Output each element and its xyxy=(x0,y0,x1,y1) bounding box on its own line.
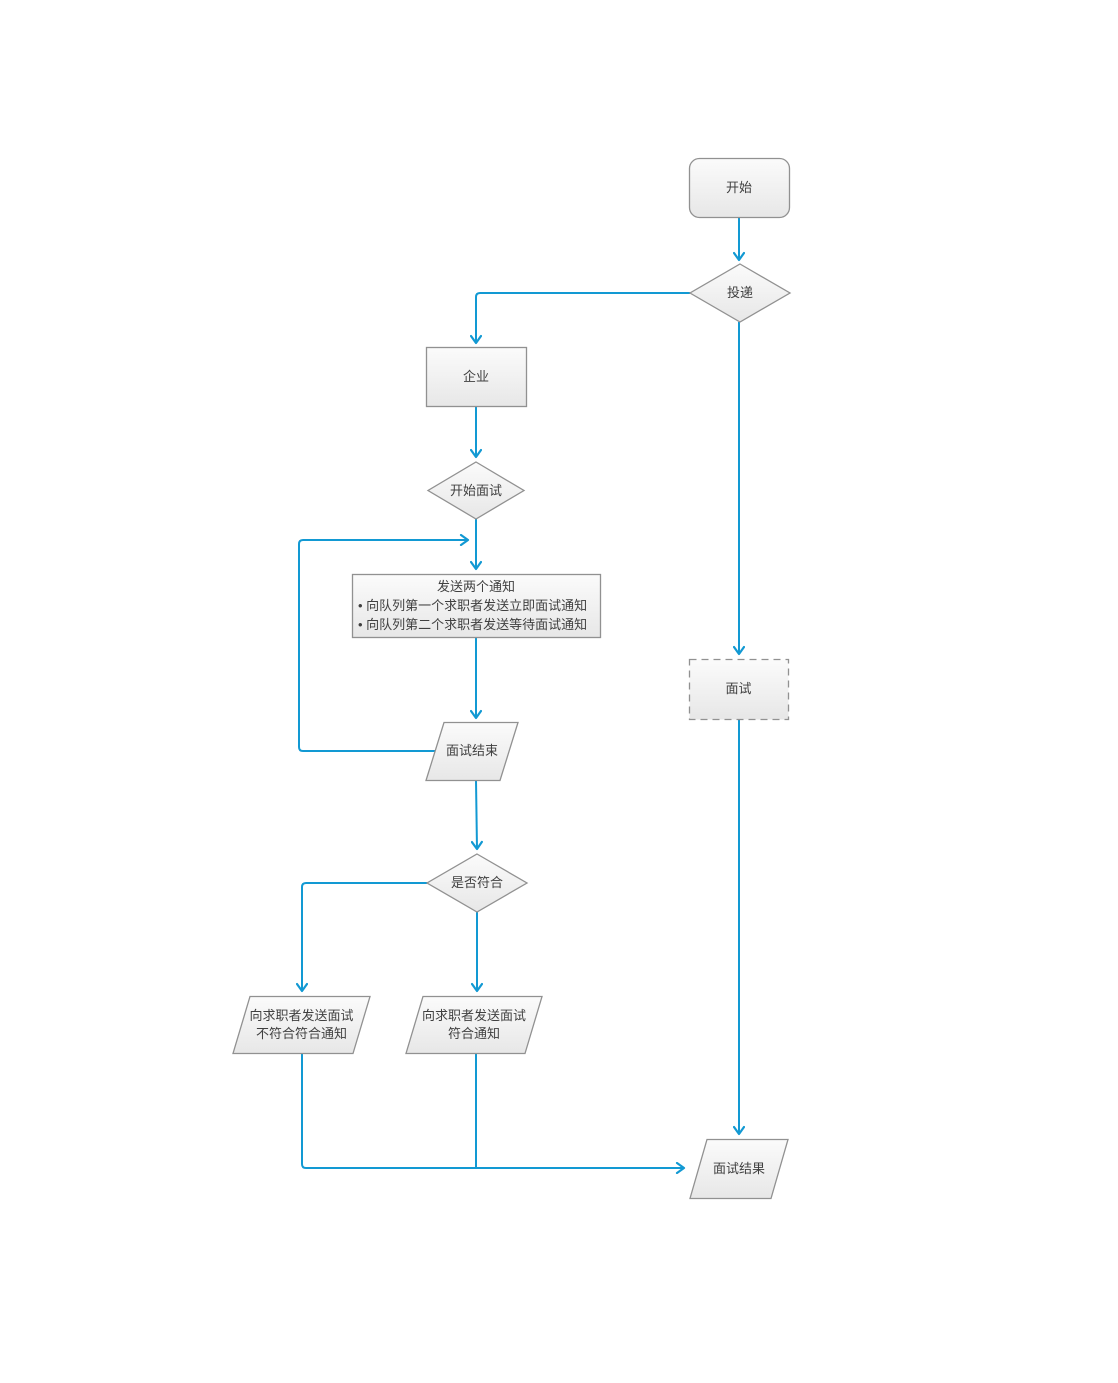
enterprise-node-shape xyxy=(425,346,528,408)
deliver-decision-shape xyxy=(688,263,792,323)
notify-match-io-shape xyxy=(405,995,543,1055)
start-node-shape xyxy=(688,157,791,219)
connector-is-match-to-notify-not-match xyxy=(302,882,427,991)
interview-node-shape xyxy=(688,658,790,721)
connector-loop-interview-end-to-send-notices xyxy=(298,540,468,752)
interview-end-io-shape xyxy=(425,721,519,782)
start-interview-decision-shape xyxy=(426,461,526,520)
send-notices-node-shape xyxy=(351,573,602,639)
node-layer xyxy=(232,157,792,1200)
notify-not-match-io-shape xyxy=(232,995,371,1055)
connector-layer xyxy=(298,217,739,1169)
connector-interview-end-to-is-match xyxy=(476,780,477,850)
connector-deliver-to-enterprise xyxy=(476,292,690,343)
is-match-decision-shape xyxy=(425,853,529,913)
connector-notify-not-match-to-interview-result xyxy=(301,1053,684,1169)
interview-result-io-shape xyxy=(689,1138,789,1200)
